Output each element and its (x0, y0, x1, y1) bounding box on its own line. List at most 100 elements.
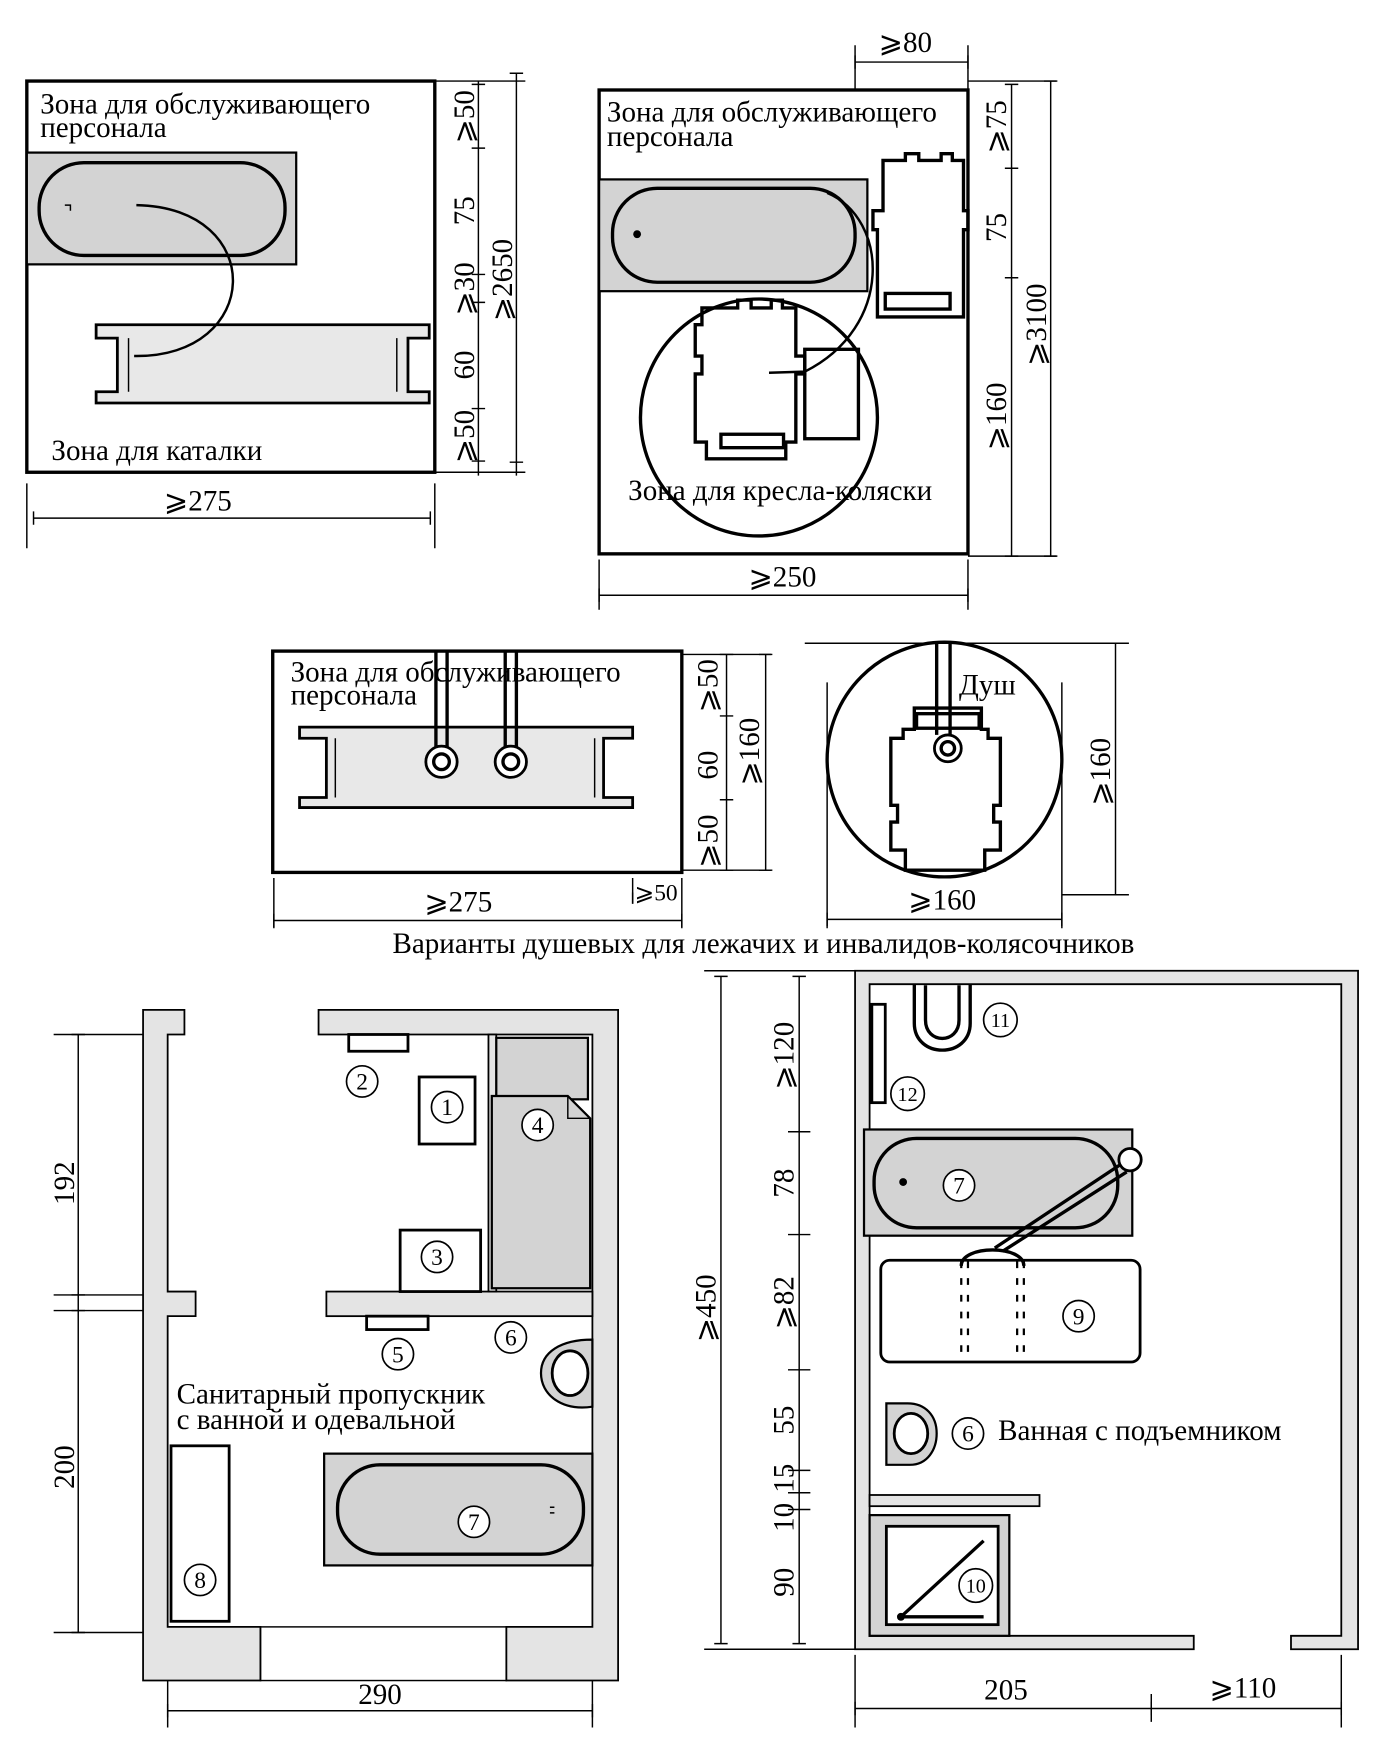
dim-staff-zone: ⩾75 (981, 100, 1013, 153)
marker-number: 4 (532, 1113, 544, 1139)
gurney (94, 323, 431, 405)
marker-12: 12 (890, 1076, 926, 1112)
dim-stretcher: ⩾82 (769, 1276, 801, 1329)
marker-circle (494, 1320, 528, 1354)
drain-dot (899, 1178, 908, 1186)
dimension-extension-lines (26, 80, 526, 549)
turning-circle (825, 640, 1064, 879)
marker-circle (942, 1168, 976, 1202)
marker-6: 6 (494, 1320, 528, 1354)
dim-bath: 75 (449, 196, 481, 225)
dim-total-height: ⩾2650 (487, 239, 519, 321)
marker-2: 2 (345, 1064, 379, 1098)
marker-3: 3 (420, 1240, 454, 1274)
dim-width: ⩾250 (748, 561, 816, 593)
partition-wall (868, 1494, 1041, 1508)
partition-wall (325, 1290, 594, 1318)
staff-zone-label-line1: Зона для обслуживающего (291, 656, 621, 688)
room-outline (597, 88, 970, 556)
dimension-lines (273, 654, 767, 922)
panel-gurney-bath: Зона для обслуживающего персонала Зона д… (25, 72, 526, 549)
dimension-lines (77, 1034, 593, 1712)
marker-circle (183, 1563, 217, 1597)
transfer-arc (134, 203, 235, 358)
dim-toilet-zone: ⩾120 (769, 1022, 801, 1090)
marker-7: 7 (457, 1505, 491, 1539)
drain-mark (64, 204, 72, 211)
marker-circle (951, 1417, 985, 1451)
bathtub (37, 160, 287, 258)
stretcher-hook (959, 1248, 1026, 1267)
fixture-4-locker-top (495, 1036, 590, 1101)
walls (854, 969, 1359, 1651)
staff-zone-label-line2: персонала (607, 121, 734, 153)
marker-number: 10 (966, 1576, 986, 1598)
marker-9: 9 (1062, 1299, 1096, 1333)
marker-circle (457, 1505, 491, 1539)
dim-gurney: 60 (449, 350, 481, 379)
transfer-seat (803, 347, 861, 441)
dim-total-height: ⩾450 (690, 1274, 722, 1342)
shower-tray-slope (899, 1539, 985, 1619)
marker-10: 10 (958, 1567, 994, 1604)
dim-bath: 78 (769, 1169, 801, 1198)
marker-number: 2 (356, 1070, 368, 1096)
drain-dot (633, 230, 642, 239)
plan-title-line2: с ванной и одевальной (177, 1404, 456, 1436)
dimension-extension-lines (53, 1033, 594, 1728)
staff-zone-label-line2: персонала (291, 680, 418, 712)
gurney-posts (334, 738, 596, 798)
marker-circle (420, 1240, 454, 1274)
marker-1: 1 (430, 1090, 464, 1124)
dim-total-height: ⩾160 (734, 718, 766, 786)
room-outline (25, 79, 437, 474)
bathtub-drain (549, 1506, 555, 1514)
dim-gap-15: 15 (769, 1464, 801, 1493)
washbasin-bowl (892, 1412, 930, 1456)
shower-label: Душ (959, 670, 1016, 702)
panel-wheelchair-bath: Зона для обслуживающего персонала Зона д… (597, 27, 1058, 610)
dim-chair-clearance: ⩾80 (879, 27, 932, 59)
shower-pipe (934, 643, 952, 735)
dim-width: ⩾275 (164, 485, 232, 517)
marker-number: 7 (468, 1510, 480, 1536)
wheelchair (889, 706, 1003, 872)
dimension-ticks (71, 1033, 594, 1718)
dim-width: ⩾160 (908, 884, 976, 916)
fixture-7-bathtub (335, 1463, 586, 1556)
marker-circle (958, 1567, 994, 1604)
washbasin-bowl (550, 1349, 590, 1397)
dimension-lines (33, 73, 518, 519)
marker-number: 9 (1073, 1304, 1085, 1330)
fixture-12-grab-bar (870, 1002, 887, 1105)
dim-bath-room: 200 (49, 1445, 81, 1489)
dimension-ticks (714, 975, 1343, 1716)
marker-circle (982, 1002, 1018, 1038)
fixture-9-stretcher (879, 1258, 1142, 1364)
plan-title: Ванная с подъемником (998, 1415, 1281, 1447)
marker-11: 11 (982, 1002, 1018, 1038)
lift-arm (993, 1162, 1128, 1253)
parked-wheelchair (871, 152, 970, 319)
shower-head-icon (933, 733, 963, 764)
room-outline (271, 649, 684, 875)
staff-zone-label-line1: Зона для обслуживающего (607, 96, 937, 128)
fixture-7-bath-zone (323, 1452, 594, 1567)
dim-gap: ⩾30 (449, 262, 481, 315)
dim-wheelchair-zone: ⩾160 (981, 382, 1013, 450)
marker-circle (381, 1337, 415, 1371)
dimension-lines (827, 643, 1117, 921)
dim-staff-zone: ⩾50 (693, 659, 725, 712)
figure-caption: Варианты душевых для лежачих и инвалидов… (393, 928, 1135, 960)
marker-8: 8 (183, 1563, 217, 1597)
fixture-5-shelf (365, 1314, 430, 1331)
marker-number: 6 (962, 1422, 974, 1448)
shower-pipes (434, 651, 519, 748)
dimension-lines (720, 976, 1342, 1710)
marker-number: 11 (991, 1010, 1010, 1032)
marker-circle (1062, 1299, 1096, 1333)
dim-staff-zone: ⩾50 (449, 90, 481, 143)
staff-zone-label-line1: Зона для обслуживающего (40, 88, 370, 120)
marker-circle (890, 1076, 926, 1112)
entrance-opening (259, 1626, 508, 1682)
